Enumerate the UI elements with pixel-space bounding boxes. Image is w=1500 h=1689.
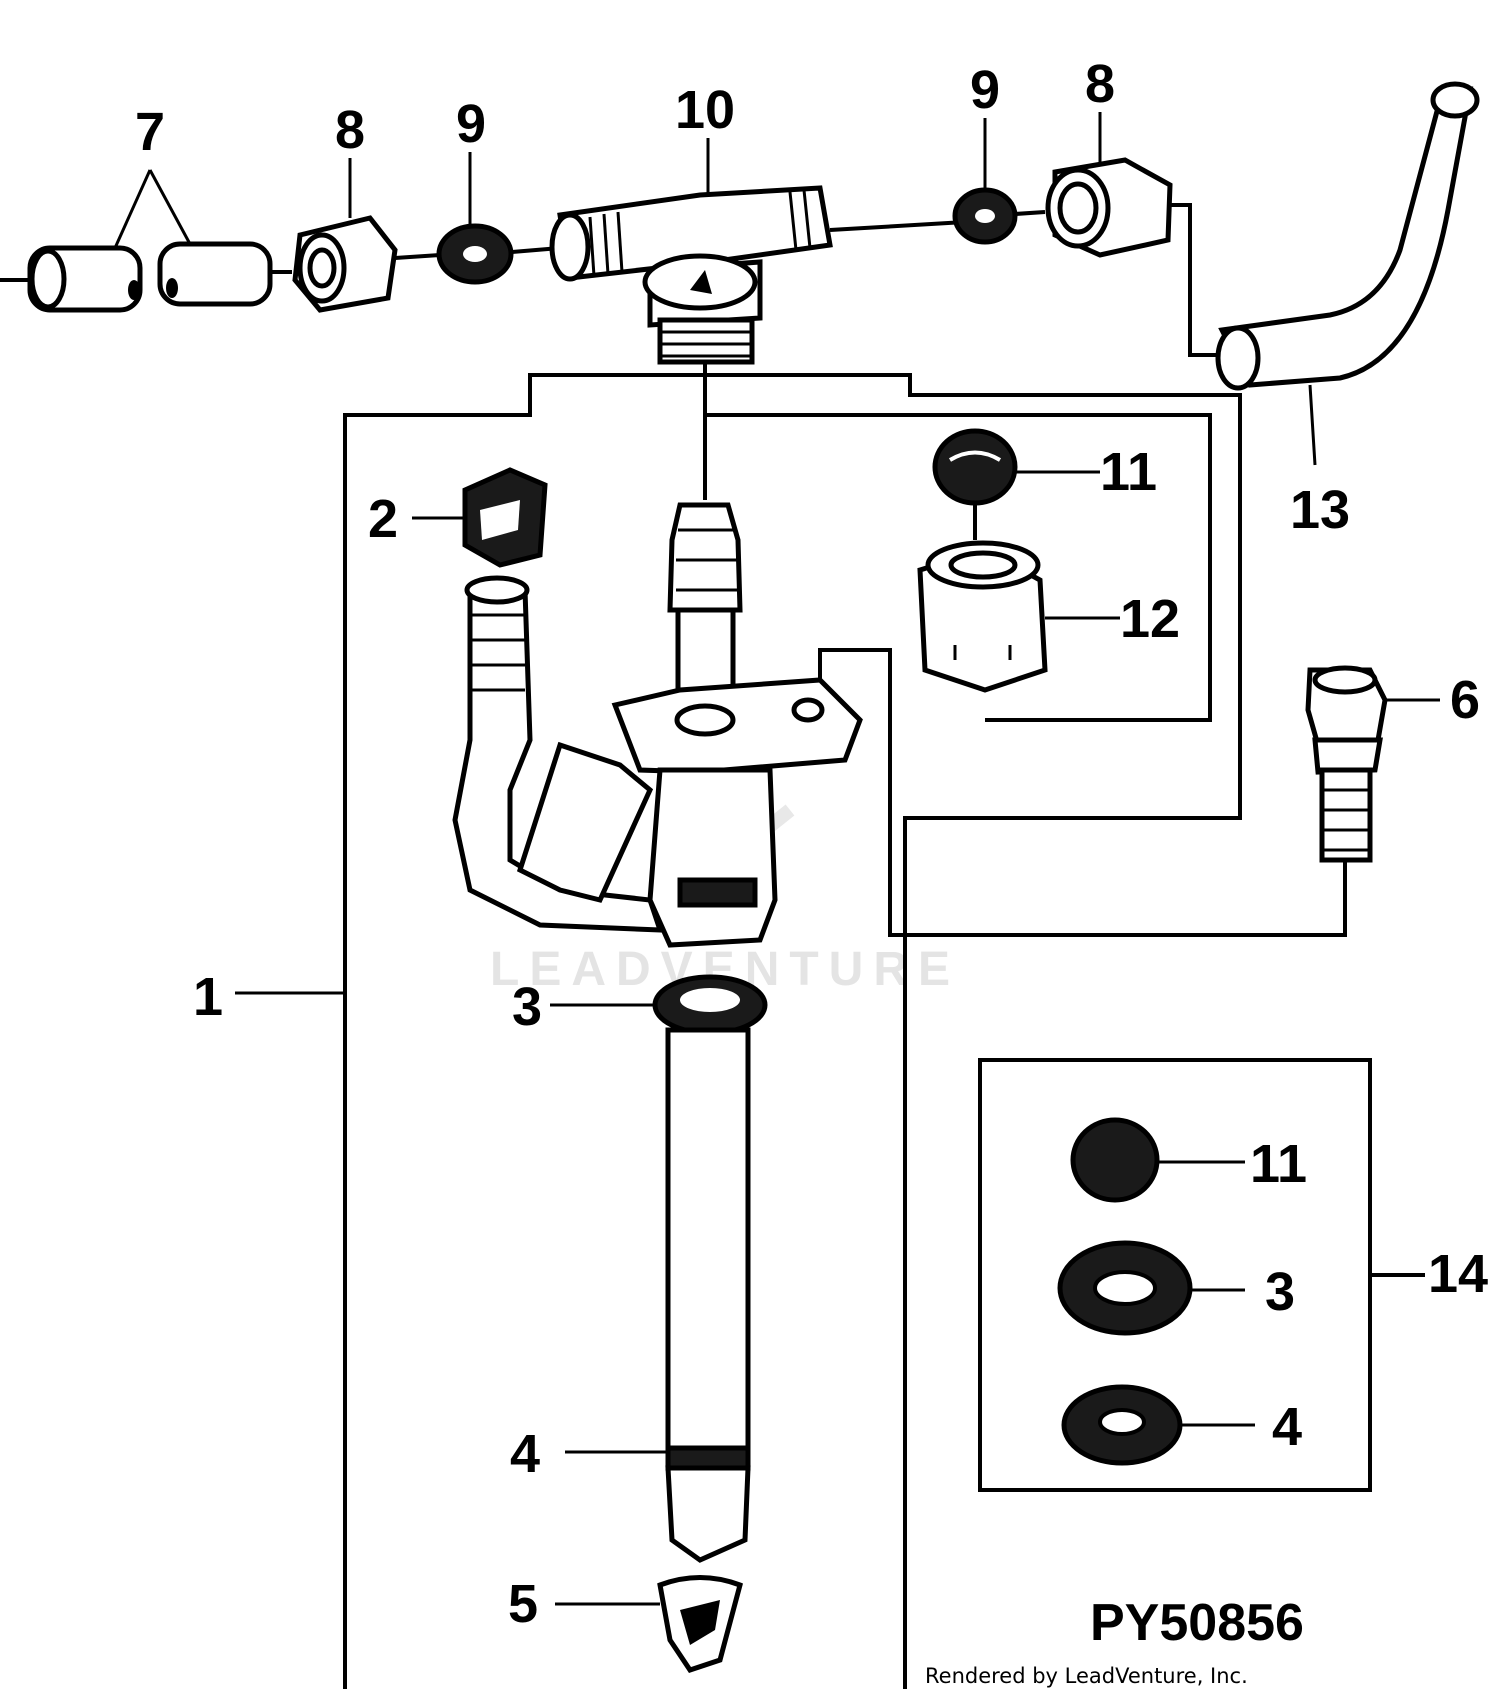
- hose-right: [157, 241, 273, 307]
- return-pipe: [1215, 81, 1480, 391]
- fuel-injector: [452, 502, 863, 1673]
- callout-9-right: 9: [970, 60, 1000, 120]
- callout-3-kit: 3: [1265, 1262, 1295, 1322]
- hose-left: [27, 245, 143, 313]
- callout-11-kit: 11: [1250, 1134, 1307, 1194]
- seal-kit-box: [978, 1058, 1425, 1492]
- kit-seal-3: [1057, 1240, 1193, 1336]
- tee-fitting: [549, 185, 833, 365]
- figure-id: PY50856: [1090, 1594, 1304, 1652]
- injector-assembly-outline: [343, 362, 1347, 1689]
- kit-seal-4: [1061, 1384, 1183, 1466]
- callout-8-right: 8: [1085, 54, 1115, 114]
- callout-2: 2: [368, 489, 398, 549]
- nut-left: [292, 215, 398, 313]
- callout-9-left: 9: [456, 94, 486, 154]
- seal-2: [462, 467, 548, 568]
- credit-text: Rendered by LeadVenture, Inc.: [925, 1664, 1248, 1688]
- seal-right: [952, 187, 1018, 245]
- callout-5: 5: [508, 1574, 538, 1634]
- callout-11-injector: 11: [1100, 442, 1157, 502]
- callout-3-injector: 3: [512, 977, 542, 1037]
- kit-seal-11: [1070, 1117, 1160, 1203]
- callout-numbers: 7 8 9 10 9 8 11 12 13 6 2 1 3 4 5 11 3 4…: [135, 54, 1488, 1634]
- callout-6: 6: [1450, 670, 1480, 730]
- callout-7: 7: [135, 102, 165, 162]
- callout-14: 14: [1428, 1244, 1488, 1304]
- nut-right: [1045, 157, 1173, 258]
- callout-10: 10: [675, 80, 735, 140]
- top-leaders: [113, 112, 1317, 466]
- callout-13: 13: [1290, 480, 1350, 540]
- callout-4-injector: 4: [510, 1424, 540, 1484]
- bolt-6: [1305, 665, 1388, 863]
- seal-11: [932, 428, 1018, 506]
- injector-leaders: [235, 470, 1440, 1606]
- nut-12: [917, 540, 1048, 693]
- callout-1: 1: [193, 967, 223, 1027]
- return-line-assembly: [0, 81, 1480, 391]
- seal-left: [436, 223, 514, 285]
- callout-8-left: 8: [335, 100, 365, 160]
- callout-12: 12: [1120, 589, 1180, 649]
- callout-4-kit: 4: [1272, 1397, 1302, 1457]
